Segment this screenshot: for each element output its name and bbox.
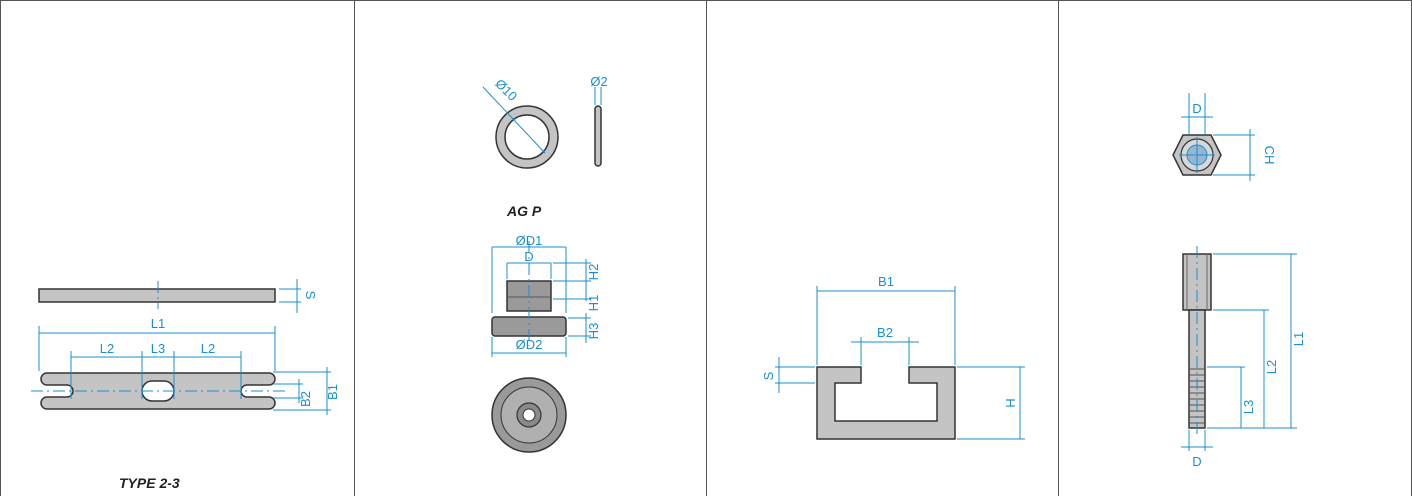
dim-od1: ØD1 bbox=[516, 233, 543, 248]
panel-t-slot: B1 B2 S H bbox=[706, 1, 1058, 496]
dim-b2: B2 bbox=[877, 325, 893, 340]
bar-side-view bbox=[38, 288, 276, 303]
dim-s: S bbox=[303, 291, 318, 300]
panel-t-slot-drawing: B1 B2 S H bbox=[761, 274, 1025, 440]
dim-d2: Ø2 bbox=[590, 74, 607, 89]
dim-h1: H1 bbox=[586, 295, 601, 312]
dim-l3: L3 bbox=[1241, 400, 1256, 414]
dim-l2-left: L2 bbox=[100, 341, 114, 356]
dim-b1: B1 bbox=[325, 384, 340, 400]
dim-od2: ØD2 bbox=[516, 337, 543, 352]
dim-l2: L2 bbox=[1264, 360, 1279, 374]
dim-l3: L3 bbox=[151, 341, 165, 356]
dim-d: D bbox=[524, 249, 533, 264]
panel-ag-p: Ø10 Ø2 ØD1 D H bbox=[354, 1, 706, 496]
dim-b2: B2 bbox=[298, 391, 313, 407]
panel-hex-bolt: D CH bbox=[1058, 1, 1412, 496]
o-ring-side bbox=[594, 105, 602, 167]
dim-ch: CH bbox=[1262, 146, 1277, 165]
dim-h: H bbox=[1003, 398, 1018, 407]
dim-h3: H3 bbox=[586, 323, 601, 340]
panel-type-2-3-drawing: S L1 L2 L3 L2 B2 bbox=[31, 279, 340, 415]
dim-d-bottom: D bbox=[1192, 454, 1201, 469]
t-slot-profile bbox=[816, 366, 956, 440]
panel-hex-bolt-drawing: D CH bbox=[1172, 93, 1306, 469]
dim-s: S bbox=[761, 371, 776, 380]
dim-l2-right: L2 bbox=[201, 341, 215, 356]
dim-l1: L1 bbox=[1291, 332, 1306, 346]
panel-type-2-3: S L1 L2 L3 L2 B2 bbox=[0, 1, 354, 496]
dim-d10: Ø10 bbox=[492, 76, 520, 104]
dim-b1: B1 bbox=[878, 274, 894, 289]
dim-l1: L1 bbox=[151, 316, 165, 331]
panel-ag-p-drawing: Ø10 Ø2 ØD1 D H bbox=[482, 74, 608, 453]
caption-type-2-3: TYPE 2-3 bbox=[119, 475, 180, 491]
dim-d-top: D bbox=[1192, 101, 1201, 116]
caption-ag-p: AG P bbox=[507, 203, 542, 219]
dim-h2: H2 bbox=[586, 264, 601, 281]
